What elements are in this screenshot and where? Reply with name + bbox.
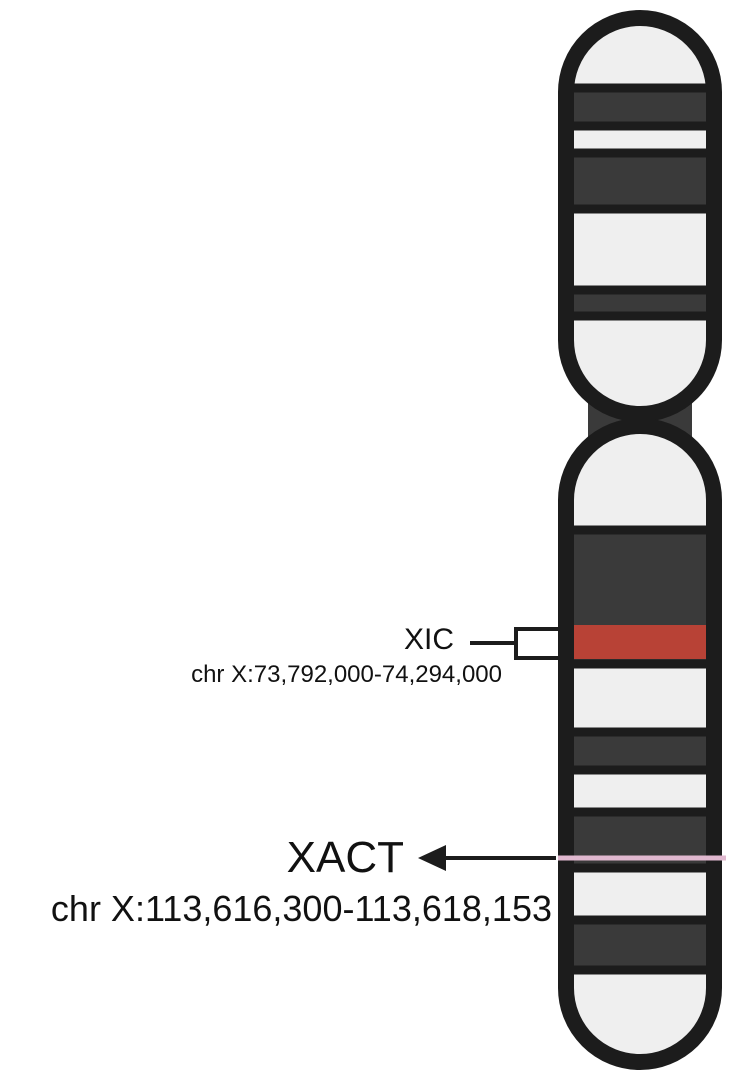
xic-label: XIC [403,623,454,656]
p-band-dark-2 [566,155,714,207]
p-band-dark-1 [566,90,714,124]
q-arm [558,418,722,1070]
xic-callout [470,627,562,660]
xact-coordinates: chr X:113,616,300-113,618,153 [50,888,552,929]
p-band-dark-3 [566,292,714,314]
q-band-dark-4 [566,922,714,968]
xic-coordinates: chr X:73,792,000-74,294,000 [191,661,502,688]
q-band-dark-2 [566,734,714,768]
p-arm-outline [558,10,722,422]
xic-bracket [514,627,562,660]
xact-arrow [418,845,556,871]
xact-label: XACT [286,833,404,882]
arrowhead-icon [418,845,446,871]
xic-band [568,625,712,659]
q-arm-outline [558,418,722,1070]
p-arm [558,10,722,422]
